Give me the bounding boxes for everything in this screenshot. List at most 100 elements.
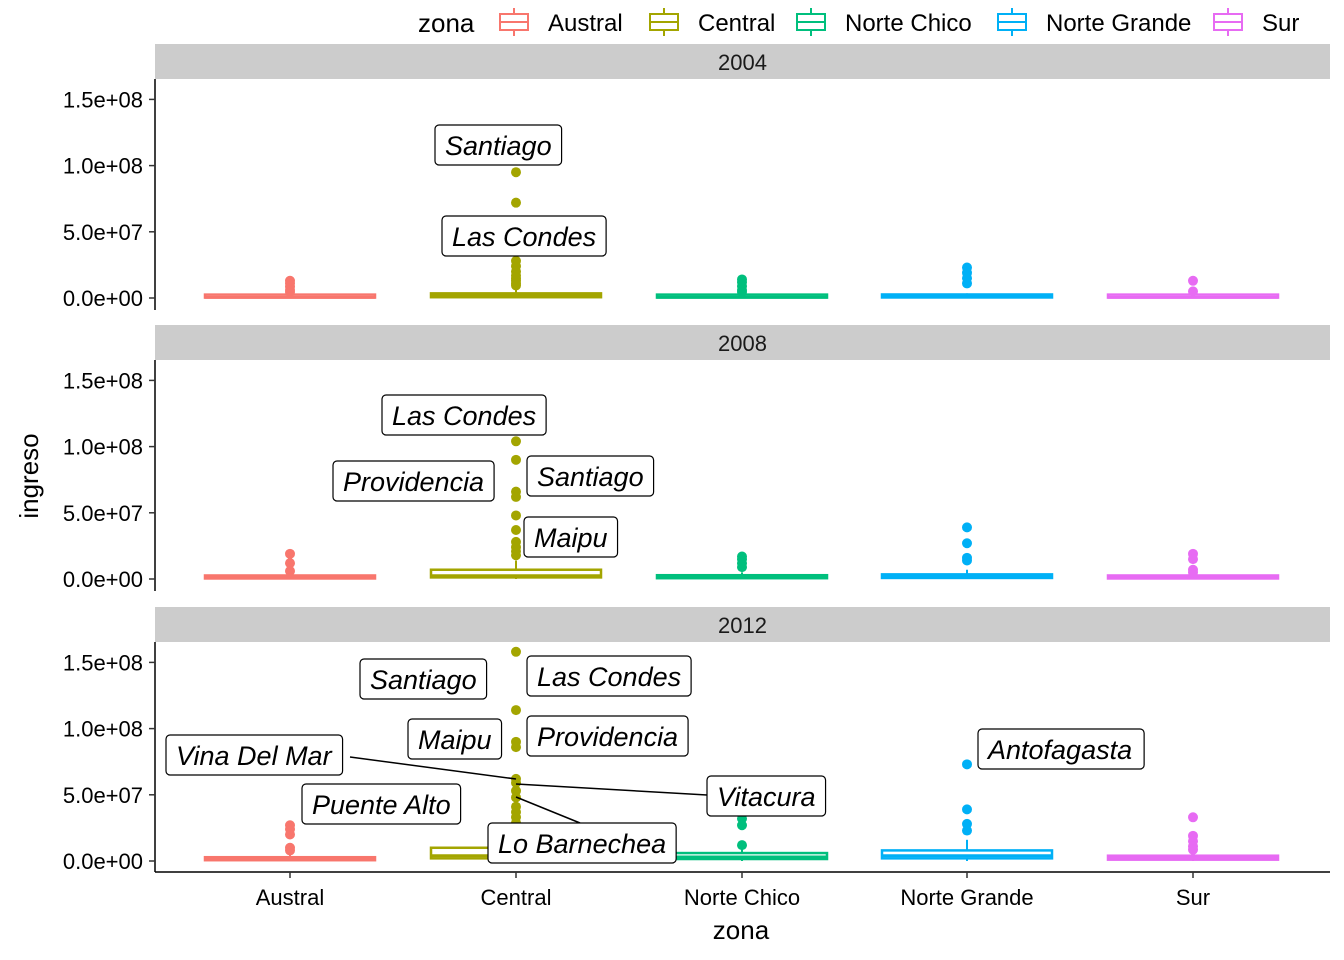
legend-label: Central	[698, 10, 775, 37]
annotation-box	[523, 516, 619, 558]
y-tick-label: 0.0e+00	[63, 849, 143, 874]
annotation-las-condes: Las Condes	[441, 215, 607, 257]
outlier-point	[962, 759, 972, 770]
outlier-point	[511, 491, 521, 502]
annotation-label: Providencia	[343, 467, 484, 497]
box-norte-grande	[880, 759, 1054, 861]
annotation-santiago: Santiago	[526, 455, 655, 497]
annotation-label: Santiago	[537, 462, 644, 492]
annotation-leader-line	[349, 756, 517, 780]
legend: zona Austral Central Norte Chico Norte Gran…	[418, 8, 1299, 38]
legend-item-norte-grande: Norte Grande	[997, 8, 1191, 37]
outlier-point	[1188, 567, 1198, 578]
outlier-point	[1188, 812, 1198, 823]
x-tick-label: Norte Chico	[684, 885, 800, 910]
outlier-point	[737, 562, 747, 573]
outlier-point	[511, 280, 521, 291]
y-tick-label: 0.0e+00	[63, 286, 143, 311]
annotation-box	[301, 783, 462, 825]
y-tick-label: 5.0e+07	[63, 783, 143, 808]
outlier-point	[285, 548, 295, 559]
facet-strip-label: 2012	[718, 613, 767, 638]
x-tick-label: Central	[481, 885, 552, 910]
legend-label: Norte Grande	[1046, 10, 1191, 37]
outlier-point	[511, 510, 521, 521]
annotation-leader-line	[515, 796, 581, 824]
outlier-point	[285, 829, 295, 840]
facet-strip	[155, 607, 1330, 642]
legend-title: zona	[418, 8, 475, 38]
outlier-point	[511, 167, 521, 178]
box-central	[429, 167, 603, 299]
annotation-providencia: Providencia	[526, 715, 689, 757]
outlier-point	[962, 538, 972, 549]
annotation-label: Las Condes	[452, 222, 596, 252]
box-austral	[203, 548, 377, 580]
x-tick-label: Norte Grande	[900, 885, 1033, 910]
outlier-point	[1188, 844, 1198, 855]
box-norte-chico	[655, 551, 829, 580]
annotation-santiago: Santiago	[434, 124, 563, 166]
legend-item-central: Central	[649, 8, 775, 37]
box-sur	[1106, 812, 1280, 861]
annotation-box	[434, 124, 563, 166]
annotation-box	[526, 455, 655, 497]
y-tick-label: 5.0e+07	[63, 220, 143, 245]
legend-label: Austral	[548, 10, 623, 37]
box-norte-grande	[880, 262, 1054, 299]
outlier-point	[511, 742, 521, 753]
annotation-leader-line	[515, 783, 708, 796]
annotation-label: Santiago	[445, 131, 552, 161]
outlier-point	[511, 436, 521, 447]
y-tick-label: 1.0e+08	[63, 435, 143, 460]
box-central	[429, 436, 603, 579]
annotation-label: Antofagasta	[986, 735, 1132, 765]
box-austral	[203, 275, 377, 299]
annotation-box	[526, 715, 689, 757]
annotation-label: Lo Barnechea	[498, 829, 666, 859]
y-tick-label: 1.0e+08	[63, 717, 143, 742]
outlier-point	[1188, 554, 1198, 565]
y-tick-label: 1.5e+08	[63, 87, 143, 112]
annotation-box	[977, 728, 1145, 770]
box-body	[429, 568, 603, 579]
legend-label: Norte Chico	[845, 10, 972, 37]
outlier-point	[1188, 275, 1198, 286]
facet-strip	[155, 44, 1330, 79]
box-sur	[1106, 275, 1280, 299]
annotation-box	[407, 718, 503, 760]
outlier-point	[737, 287, 747, 298]
annotation-maipu: Maipu	[407, 718, 503, 760]
outlier-point	[511, 454, 521, 465]
annotation-label: Maipu	[534, 523, 608, 553]
outlier-point	[962, 825, 972, 836]
outlier-point	[511, 777, 521, 788]
annotation-box	[441, 215, 607, 257]
outlier-point	[285, 287, 295, 298]
annotation-providencia: Providencia	[332, 460, 495, 502]
outlier-point	[511, 525, 521, 536]
outlier-point	[511, 550, 521, 561]
legend-item-norte-chico: Norte Chico	[796, 8, 972, 37]
annotation-lo-barnechea: Lo Barnechea	[487, 796, 677, 864]
annotation-vina-del-mar: Vina Del Mar	[165, 734, 517, 780]
outlier-point	[962, 522, 972, 533]
annotation-label: Las Condes	[392, 401, 536, 431]
annotation-label: Vitacura	[717, 782, 816, 812]
outlier-point	[511, 705, 521, 716]
outlier-point	[511, 646, 521, 657]
annotation-las-condes: Las Condes	[381, 394, 547, 436]
outlier-point	[962, 804, 972, 815]
x-tick-label: Sur	[1176, 885, 1210, 910]
x-axis-title: zona	[713, 915, 770, 945]
legend-item-austral: Austral	[499, 8, 623, 37]
y-tick-label: 1.0e+08	[63, 154, 143, 179]
box-norte-chico	[655, 274, 829, 299]
annotation-santiago: Santiago	[359, 658, 488, 700]
outlier-point	[285, 566, 295, 577]
annotation-label: Santiago	[370, 665, 477, 695]
annotation-maipu: Maipu	[523, 516, 619, 558]
